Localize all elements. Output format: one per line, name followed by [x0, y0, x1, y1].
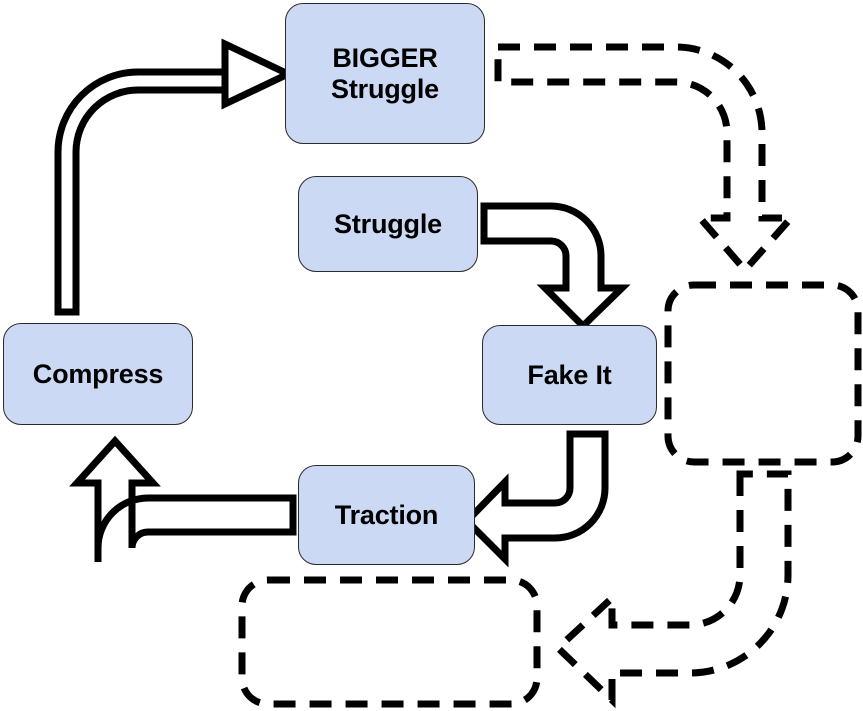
node-compress[interactable]: Compress	[3, 323, 193, 425]
node-fake-it-label: Fake It	[527, 359, 612, 390]
node-ghost-right-outline	[664, 281, 862, 466]
node-fake-it[interactable]: Fake It	[482, 325, 657, 425]
node-ghost-right[interactable]	[660, 277, 863, 470]
node-traction-label: Traction	[334, 499, 439, 530]
node-ghost-bottom[interactable]	[234, 572, 545, 711]
connector-traction-to-compress	[69, 435, 297, 562]
node-struggle[interactable]: Struggle	[298, 176, 478, 272]
connector-bigger-struggle-to-ghost-right	[494, 43, 799, 276]
node-ghost-bottom-outline	[238, 576, 541, 708]
connector-fake-it-to-traction	[462, 430, 609, 568]
node-compress-label: Compress	[32, 358, 164, 389]
connector-ghost-right-to-ghost-bottom	[552, 470, 792, 709]
connector-compress-to-bigger-struggle	[54, 38, 297, 316]
connector-struggle-to-fake-it	[480, 202, 631, 331]
node-struggle-label: Struggle	[334, 208, 442, 239]
node-bigger-struggle-label: BIGGER Struggle	[331, 43, 439, 104]
node-bigger-struggle[interactable]: BIGGER Struggle	[285, 3, 485, 144]
node-traction[interactable]: Traction	[298, 465, 475, 565]
